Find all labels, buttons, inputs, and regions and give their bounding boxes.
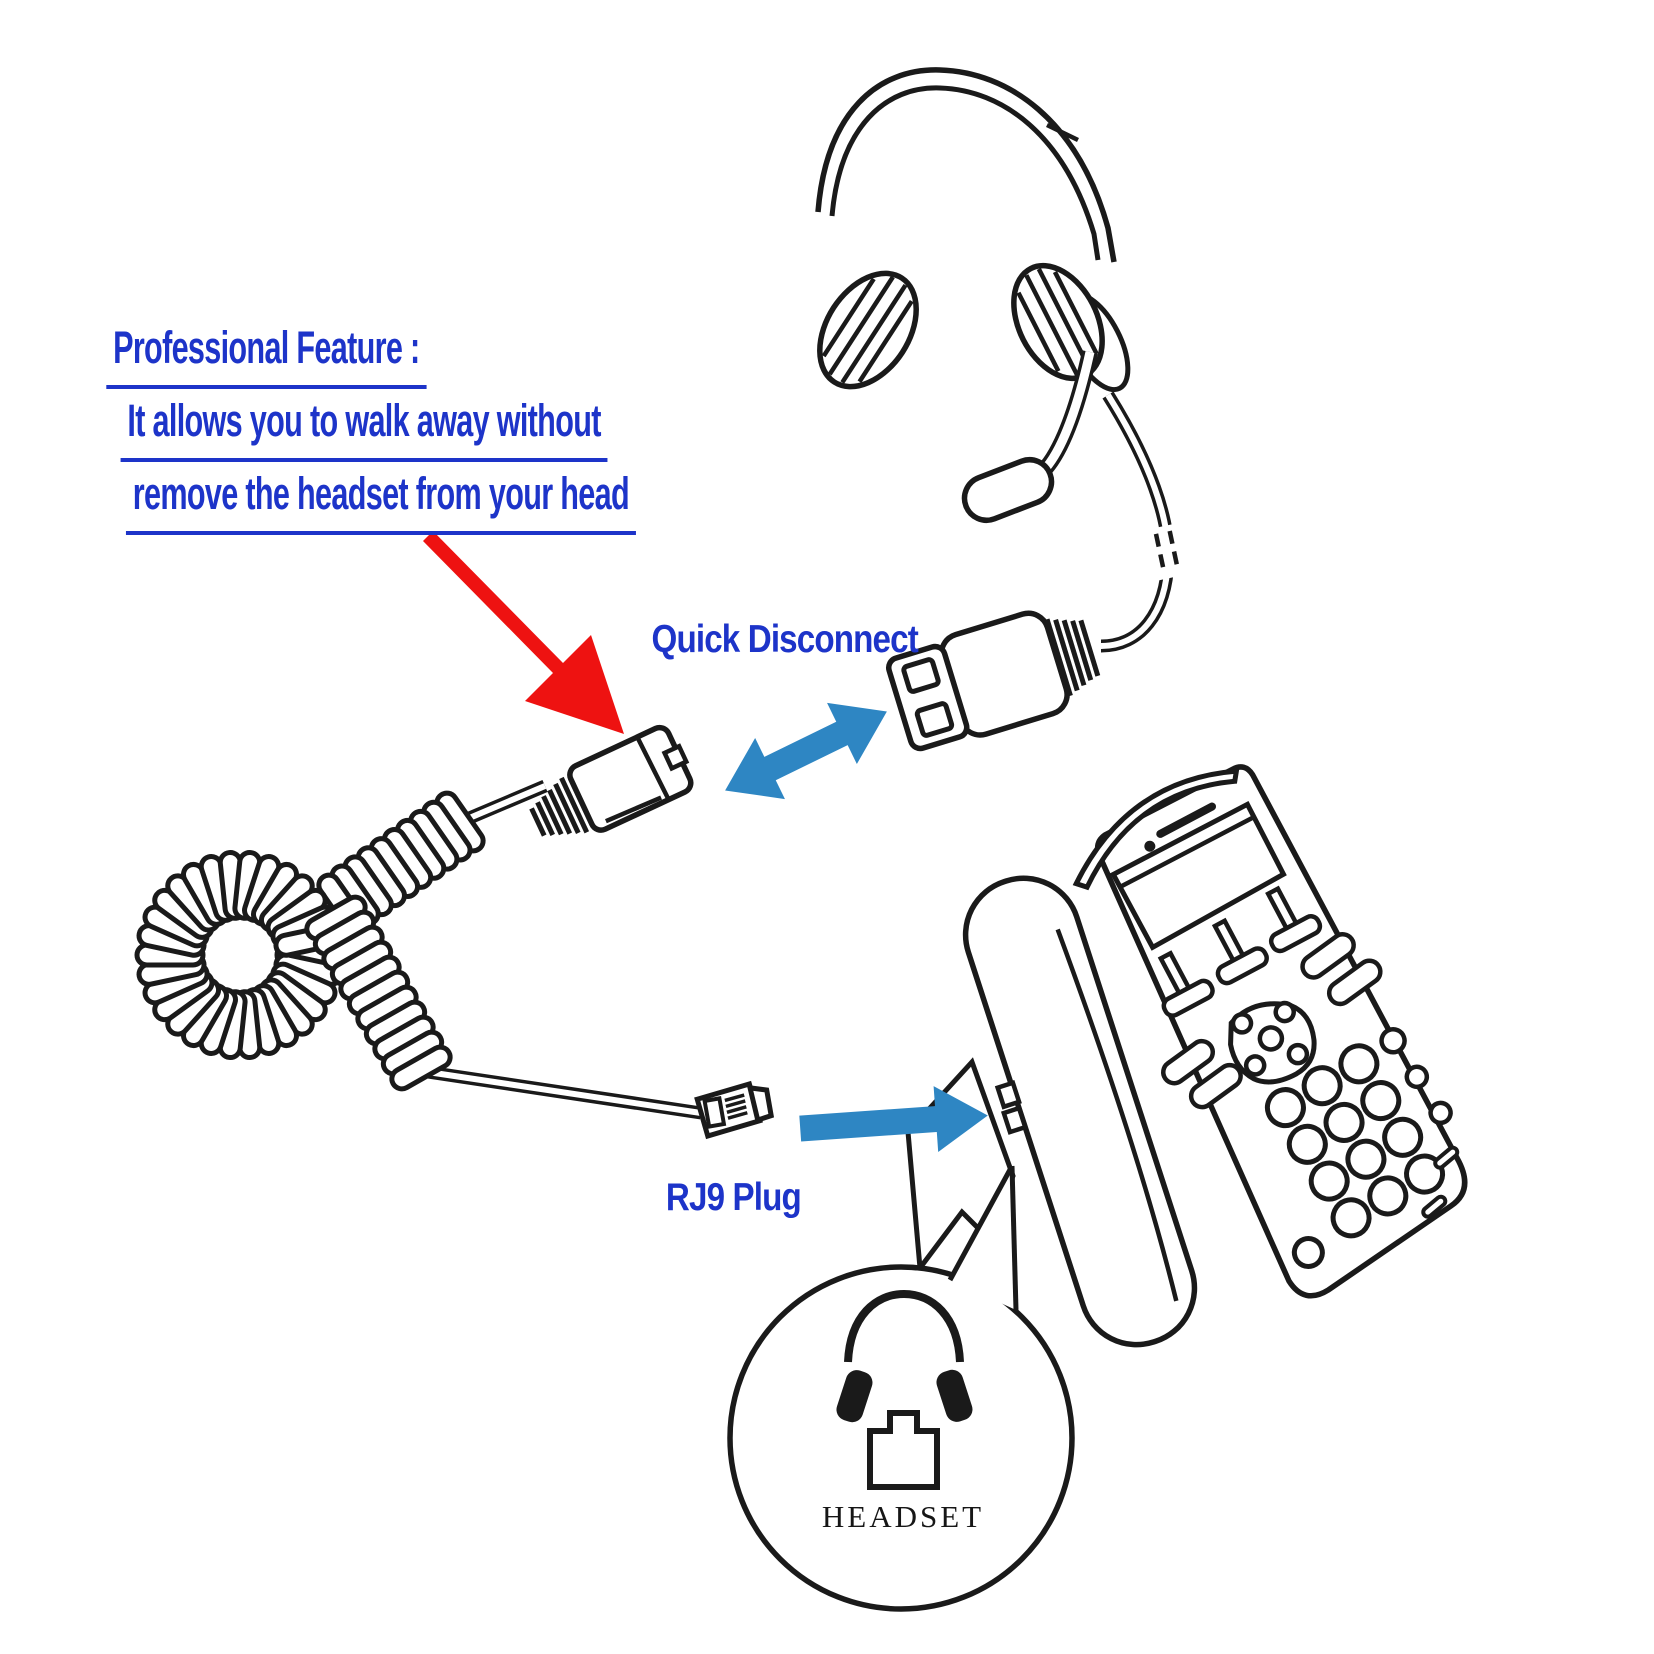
cable-break — [1147, 523, 1187, 581]
annotation-arrows — [423, 531, 988, 1152]
phone-top-hump — [1072, 768, 1240, 891]
blue-right-arrow — [799, 1086, 988, 1152]
hookswitch-tab-1 — [994, 1079, 1022, 1110]
phone-handset — [962, 875, 1198, 1348]
rj9-cord-inner — [420, 1068, 702, 1116]
feature-note: Professional Feature : It allows you to … — [6, 316, 636, 535]
callout-wedge-right — [1009, 1165, 1019, 1311]
feature-note-line-1: Professional Feature : — [105, 316, 427, 389]
softkey-oval-left-2 — [1188, 1062, 1243, 1110]
binaural-headset-with-mic — [815, 67, 1187, 653]
phone-led — [1144, 840, 1156, 852]
coiled-cable — [134, 790, 486, 1092]
quick-disconnect-label: Quick Disconnect — [651, 618, 919, 661]
tilted-desk-phone — [905, 764, 1468, 1348]
side-buttons — [1379, 1027, 1460, 1219]
softkey-oval-right-2 — [1326, 958, 1383, 1007]
headset-port-icon — [836, 1289, 973, 1490]
rj9-plug-label: RJ9 Plug — [665, 1176, 801, 1219]
headband-inner — [829, 85, 1101, 261]
coil-loop — [389, 1044, 453, 1092]
jack-plug-icon — [867, 1410, 940, 1490]
headset-badge-label: HEADSET — [821, 1499, 985, 1534]
qd-male-cord-inner — [458, 783, 547, 825]
headband-joint — [1046, 122, 1079, 143]
feature-note-line-2: It allows you to walk away without — [120, 389, 608, 462]
left-ear-cup — [817, 270, 919, 390]
phone-display — [1109, 800, 1287, 951]
callout-wedge-fill — [950, 1166, 1016, 1310]
line-key-2 — [1211, 917, 1269, 986]
callout-wedge-left — [947, 1164, 1015, 1282]
softkey-oval-right-1 — [1300, 932, 1356, 980]
line-key-1 — [1157, 950, 1215, 1018]
rj9-modular-plug — [694, 1080, 775, 1140]
cable-lines — [420, 780, 702, 1120]
nav-cluster — [1228, 1000, 1317, 1085]
hookswitch-tab-2 — [1000, 1105, 1029, 1135]
headset-port-callout-circle — [727, 1164, 1075, 1612]
phone-speaker-slot — [1156, 802, 1217, 838]
quick-disconnect-female-connector — [885, 610, 1101, 752]
mic-capsule — [961, 457, 1055, 523]
headband-outer — [815, 67, 1117, 263]
phone-face — [1072, 764, 1468, 1299]
quick-disconnect-male-connector — [529, 724, 694, 837]
red-pointer-arrow — [423, 531, 624, 734]
line-key-3 — [1265, 885, 1323, 954]
feature-note-line-3: remove the headset from your head — [125, 462, 636, 535]
blue-double-headed-arrow — [725, 702, 887, 800]
softkey-oval-left-1 — [1161, 1038, 1216, 1086]
